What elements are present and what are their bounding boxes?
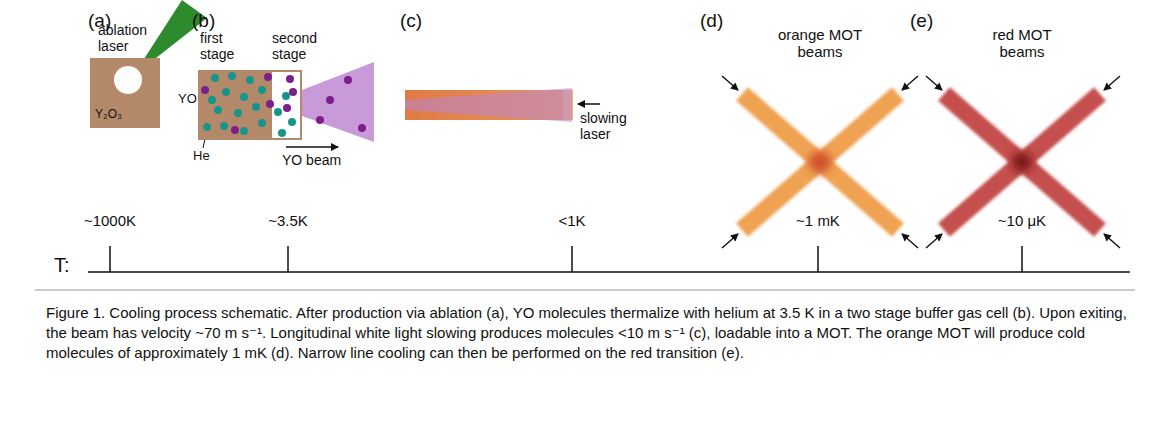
node-label: second stage [272, 30, 332, 62]
panel-letter: (c) [400, 10, 440, 32]
beam-label: ablation laser [98, 22, 162, 54]
molecule-dot [326, 96, 334, 104]
mot-arrows [926, 76, 1120, 248]
temperature-axis [88, 246, 1130, 272]
panel-letter: (b) [192, 10, 232, 32]
target-block: Y₂O₃ [90, 58, 160, 128]
mot-cloud [809, 151, 831, 173]
beam-label: slowing laser [580, 110, 642, 142]
slowing-arrow [578, 103, 600, 105]
node-label: Y₂O₃ [95, 108, 135, 122]
temperature-value: ~10 μK [977, 212, 1067, 229]
red-mot-beams [944, 94, 1100, 230]
temperature-value: ~1 mK [773, 212, 863, 229]
axis-label: T: [54, 254, 84, 277]
orange-mot-beams [742, 94, 898, 230]
beam-label: YO beam [282, 152, 352, 168]
molecule-beam [405, 88, 572, 122]
mot-arrows [722, 76, 918, 248]
molecule-dot [358, 124, 366, 132]
species-label: YO [178, 92, 202, 107]
panel-letter: (d) [700, 10, 740, 32]
molecule-dot [344, 76, 352, 84]
temperature-value: <1K [527, 212, 617, 229]
mot-cloud [1012, 152, 1032, 172]
caption-rule [35, 290, 1135, 291]
first-stage-cell: first stage [198, 70, 270, 140]
ablation-spot [114, 66, 142, 94]
temperature-value: ~1000K [65, 212, 155, 229]
node-label: first stage [200, 30, 250, 62]
beam-label: orange MOT beams [770, 26, 870, 61]
second-stage-cell: second stage [270, 70, 302, 140]
panel-letter: (e) [910, 10, 950, 32]
molecule-dot [316, 116, 324, 124]
species-label: He [193, 149, 217, 164]
yo-beam-cone [302, 62, 374, 142]
figure-caption: Figure 1. Cooling process schematic. Aft… [46, 303, 1138, 363]
temperature-value: ~3.5K [243, 212, 333, 229]
beam-label: red MOT beams [972, 26, 1072, 61]
beam-direction-arrow [286, 146, 338, 148]
